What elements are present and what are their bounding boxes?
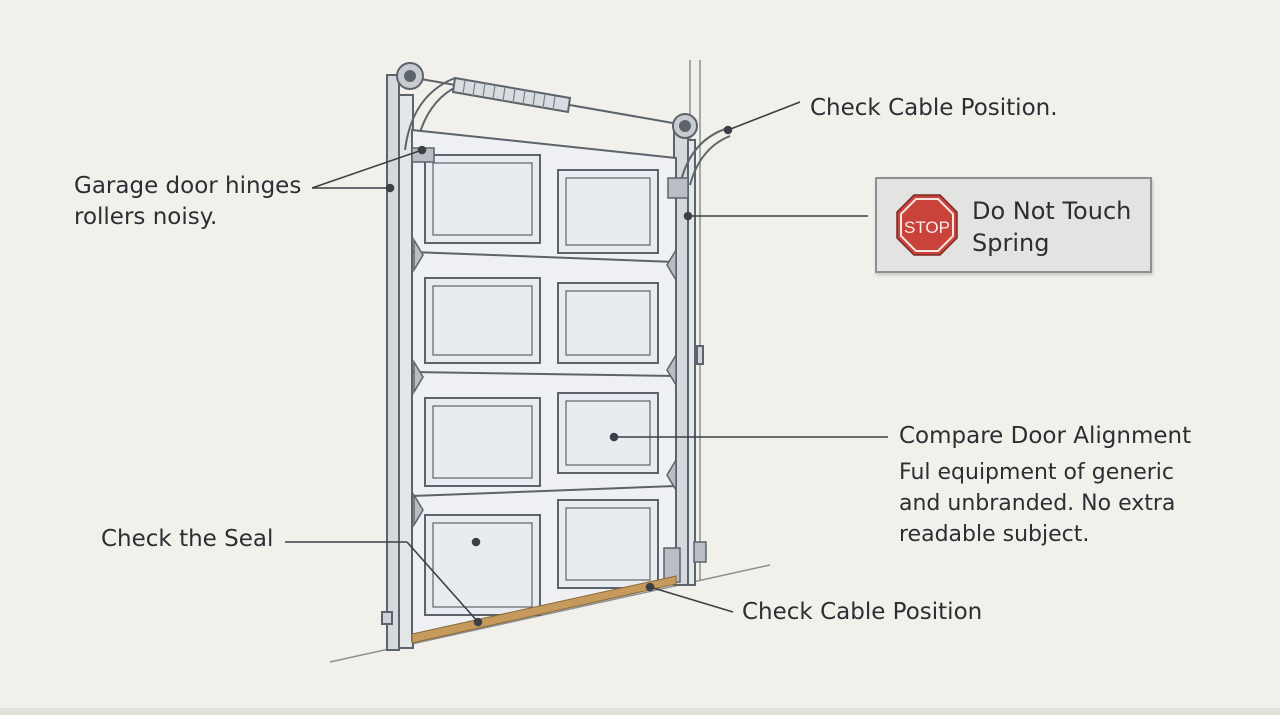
label-check-cable-bottom: Check Cable Position — [742, 599, 983, 625]
leader-lines — [285, 101, 888, 627]
bottom-edge — [0, 708, 1280, 715]
alignment-note: Ful equipment of generic and unbranded. … — [899, 460, 1176, 547]
warning-message: Do Not Touch Spring — [972, 197, 1132, 257]
stop-sign-text: STOP — [904, 218, 950, 237]
garage-door — [411, 128, 677, 642]
label-check-seal: Check the Seal — [101, 526, 274, 552]
spring-assembly — [396, 62, 698, 139]
warning-box: STOP Do Not Touch Spring — [875, 177, 1152, 273]
hinges — [411, 147, 707, 583]
left-track — [381, 74, 414, 651]
stop-sign-icon: STOP — [896, 194, 958, 256]
label-hinges-rollers: Garage door hinges rollers noisy. — [74, 173, 302, 230]
label-compare-alignment: Compare Door Alignment — [899, 423, 1192, 449]
label-check-cable-top: Check Cable Position. — [810, 95, 1058, 121]
